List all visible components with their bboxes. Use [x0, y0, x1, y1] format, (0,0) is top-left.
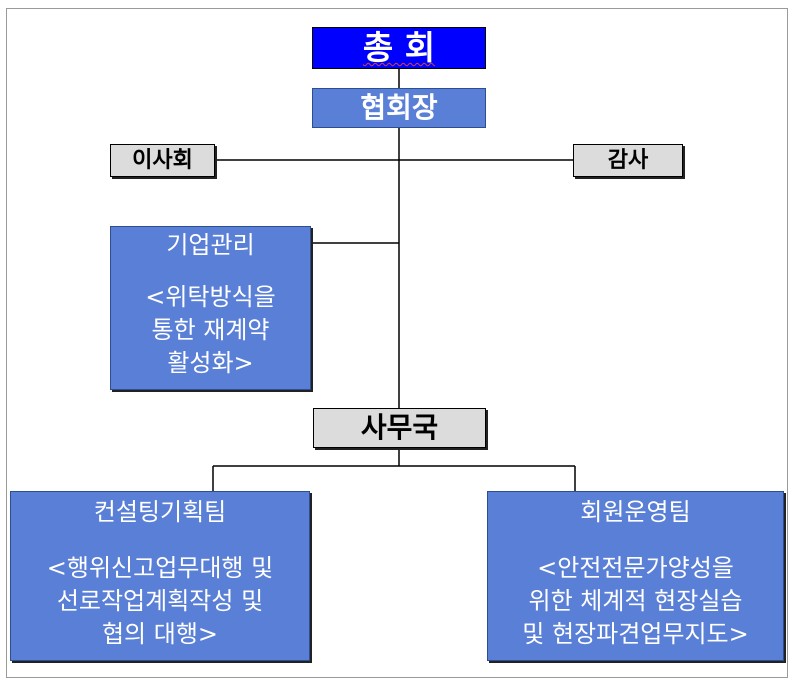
board-label: 이사회 [132, 147, 193, 173]
secretariat-box: 사무국 [313, 408, 486, 448]
member-ops-line-3: 및 현장파견업무지도> [522, 620, 749, 648]
enterprise-line-3: 활성화> [167, 349, 254, 377]
general-assembly-label: 총 회 [362, 28, 436, 67]
enterprise-line-1: <위탁방식을 [145, 283, 276, 311]
consulting-line-1: <행위신고업무대행 및 [46, 554, 274, 582]
member-ops-line-2: 위한 체계적 현장실습 [528, 587, 743, 615]
enterprise-line-2: 통한 재계약 [151, 316, 270, 344]
auditor-box: 감사 [573, 144, 683, 177]
auditor-label: 감사 [607, 147, 649, 173]
consulting-team-title: 컨설팅기획팀 [93, 498, 227, 526]
chairman-box: 협회장 [312, 88, 486, 128]
member-ops-line-1: <안전전문가양성을 [537, 554, 734, 582]
consulting-line-3: 협의 대행> [101, 620, 219, 648]
chairman-label: 협회장 [360, 91, 438, 124]
enterprise-box: 기업관리 <위탁방식을 통한 재계약 활성화> [110, 226, 311, 390]
secretariat-label: 사무국 [360, 411, 439, 444]
member-ops-team-box: 회원운영팀 <안전전문가양성을 위한 체계적 현장실습 및 현장파견업무지도> [487, 491, 784, 661]
consulting-team-box: 컨설팅기획팀 <행위신고업무대행 및 선로작업계획작성 및 협의 대행> [10, 491, 310, 661]
diagram-frame [6, 8, 788, 678]
enterprise-title: 기업관리 [166, 231, 255, 259]
consulting-line-2: 선로작업계획작성 및 [56, 587, 264, 615]
board-box: 이사회 [110, 144, 215, 177]
general-assembly-box: 총 회 [312, 27, 486, 69]
member-ops-team-title: 회원운영팀 [580, 498, 691, 526]
